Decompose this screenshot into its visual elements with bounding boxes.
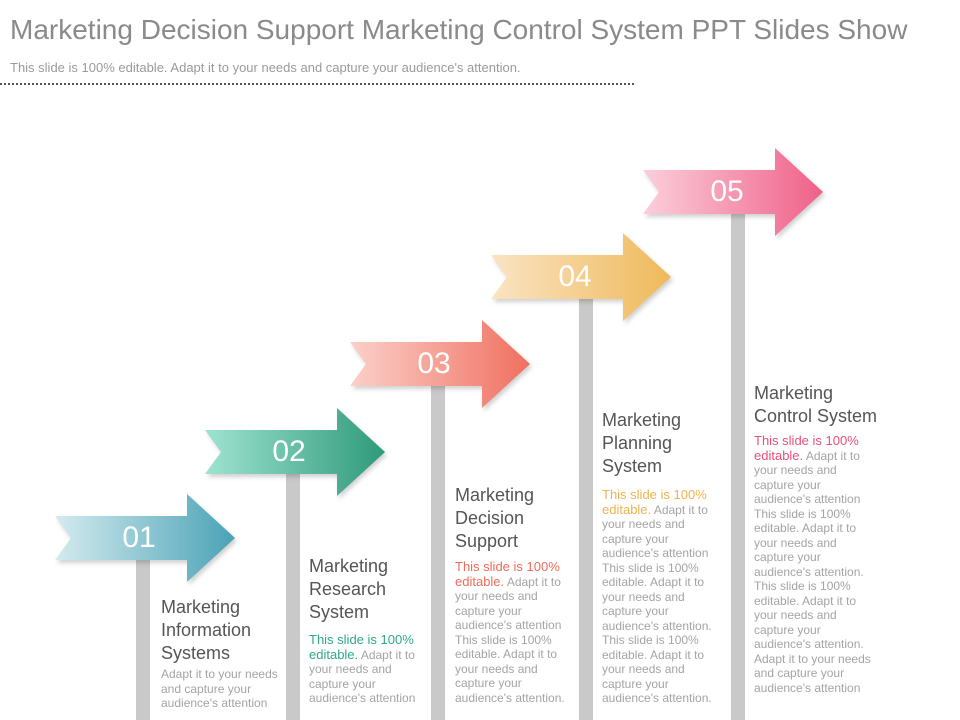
step-title-line: Marketing bbox=[754, 383, 834, 403]
step-body-text: Adapt it to your needs and capture your … bbox=[455, 574, 565, 705]
step-title-line: Planning bbox=[602, 433, 673, 453]
step-4-arrow: 04 bbox=[491, 233, 671, 321]
step-4-pole bbox=[579, 299, 593, 720]
step-highlight-text: This slide is 100% editable. bbox=[455, 559, 560, 589]
step-title-line: Marketing bbox=[309, 556, 389, 576]
step-4-description: This slide is 100% editable. Adapt it to… bbox=[602, 487, 720, 706]
step-2-number: 02 bbox=[272, 435, 306, 468]
step-title-line: Systems bbox=[161, 643, 231, 663]
step-3-description: This slide is 100% editable. Adapt it to… bbox=[455, 559, 573, 705]
step-title-line: Control System bbox=[754, 406, 878, 426]
step-body-text: Adapt it to your needs and capture your … bbox=[602, 502, 712, 706]
dotted-divider bbox=[0, 83, 634, 85]
step-2-description: This slide is 100% editable. Adapt it to… bbox=[309, 632, 427, 706]
step-5-pole bbox=[731, 214, 745, 720]
step-title-line: Information bbox=[161, 620, 252, 640]
step-4-number: 04 bbox=[558, 260, 592, 293]
step-title-line: Support bbox=[455, 531, 519, 551]
step-2-pole bbox=[286, 474, 300, 720]
step-5-description: This slide is 100% editable. Adapt it to… bbox=[754, 433, 872, 695]
step-highlight-text: This slide is 100% editable. bbox=[309, 632, 414, 662]
step-title-line: System bbox=[309, 602, 370, 622]
step-title-line: Marketing bbox=[161, 597, 241, 617]
step-body-text: Adapt it to your needs and capture your … bbox=[161, 667, 278, 710]
step-1-pole bbox=[136, 560, 150, 720]
step-title-line: Marketing bbox=[602, 410, 682, 430]
step-title-line: Research bbox=[309, 579, 387, 599]
step-1-description: Adapt it to your needs and capture your … bbox=[161, 667, 279, 711]
step-2-arrow: 02 bbox=[205, 408, 385, 496]
step-3-number: 03 bbox=[417, 347, 451, 380]
step-highlight-text: This slide is 100% editable. bbox=[602, 487, 707, 517]
slide-title: Marketing Decision Support Marketing Con… bbox=[10, 14, 908, 45]
step-3-arrow: 03 bbox=[350, 320, 530, 408]
step-highlight-text: This slide is 100% editable. bbox=[754, 433, 859, 463]
step-5-arrow: 05 bbox=[643, 148, 823, 236]
step-3-pole bbox=[431, 386, 445, 720]
step-1-number: 01 bbox=[122, 521, 156, 554]
step-title-line: System bbox=[602, 456, 663, 476]
step-5-number: 05 bbox=[710, 175, 744, 208]
step-body-text: Adapt it to your needs and capture your … bbox=[754, 448, 871, 695]
step-title-line: Marketing bbox=[455, 485, 535, 505]
slide-subtitle: This slide is 100% editable. Adapt it to… bbox=[10, 60, 521, 75]
step-body-text: Adapt it to your needs and capture your … bbox=[309, 647, 416, 706]
step-1-arrow: 01 bbox=[55, 494, 235, 582]
step-title-line: Decision bbox=[455, 508, 525, 528]
